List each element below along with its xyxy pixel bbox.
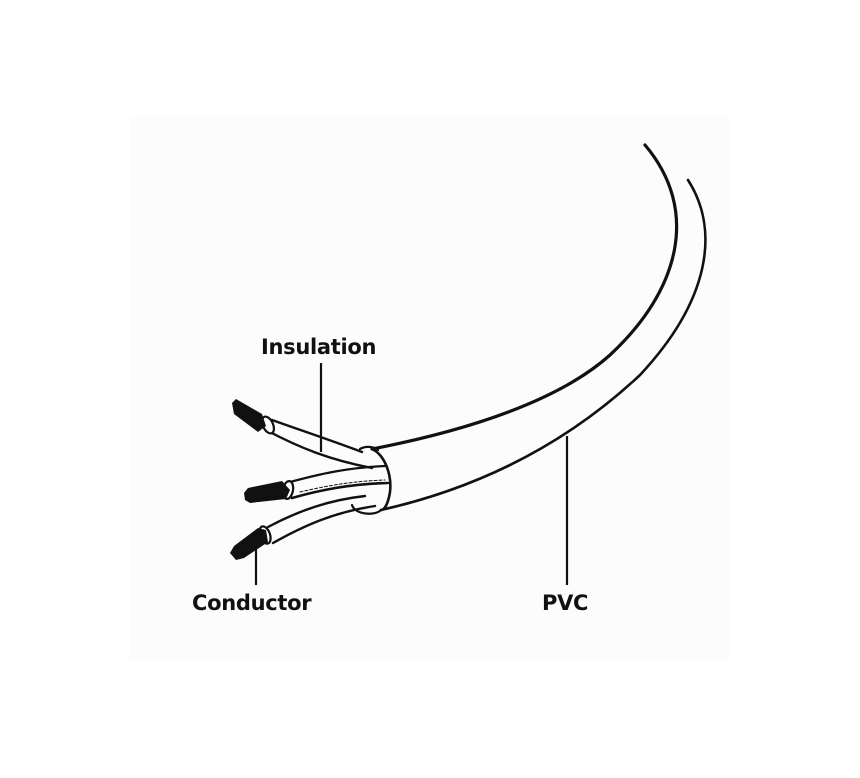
wire-bottom [258, 494, 377, 545]
conductor-strands [230, 399, 290, 560]
conductor-middle [244, 481, 290, 503]
wire-top [260, 415, 374, 470]
conductor-top [232, 399, 266, 432]
diagram-panel [130, 117, 730, 660]
label-pvc: PVC [542, 591, 589, 615]
pvc-sheath [350, 143, 707, 515]
label-conductor: Conductor [192, 591, 312, 615]
label-insulation: Insulation [261, 335, 377, 359]
wire-middle [281, 464, 390, 501]
conductor-bottom [230, 528, 268, 560]
